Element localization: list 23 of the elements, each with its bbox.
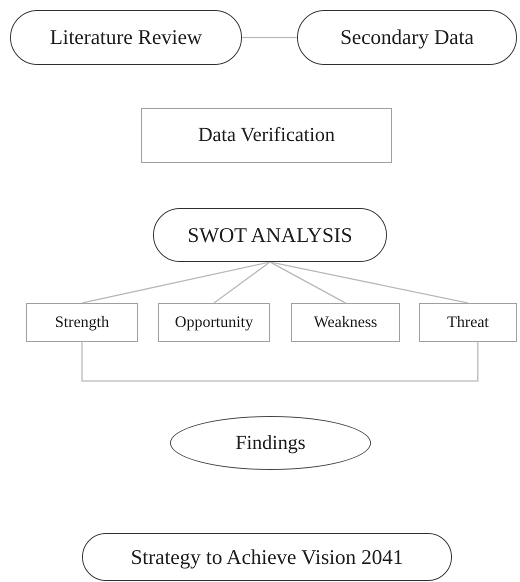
- node-label: Findings: [235, 432, 306, 454]
- process-box: [419, 303, 517, 342]
- connector-line: [270, 261, 346, 304]
- connector-line: [82, 261, 270, 304]
- node-label: Secondary Data: [340, 25, 474, 50]
- node-label: SWOT ANALYSIS: [188, 222, 352, 248]
- terminal-pill: [153, 208, 387, 262]
- connector-line: [81, 342, 478, 382]
- process-box: [291, 303, 400, 342]
- node-label: Strength: [54, 314, 110, 332]
- node-label: Literature Review: [50, 25, 202, 50]
- terminal-pill: [82, 533, 452, 581]
- node-label: Data Verification: [198, 124, 335, 147]
- connector-line: [242, 36, 297, 38]
- node-label: Threat: [447, 314, 489, 332]
- node-label: Opportunity: [174, 314, 254, 332]
- process-box: [141, 108, 392, 163]
- process-box: [26, 303, 138, 342]
- node-label: Weakness: [314, 314, 378, 332]
- connector-line: [214, 261, 270, 304]
- process-box: [158, 303, 270, 342]
- connector-line: [270, 261, 468, 304]
- node-label: Strategy to Achieve Vision 2041: [130, 544, 404, 570]
